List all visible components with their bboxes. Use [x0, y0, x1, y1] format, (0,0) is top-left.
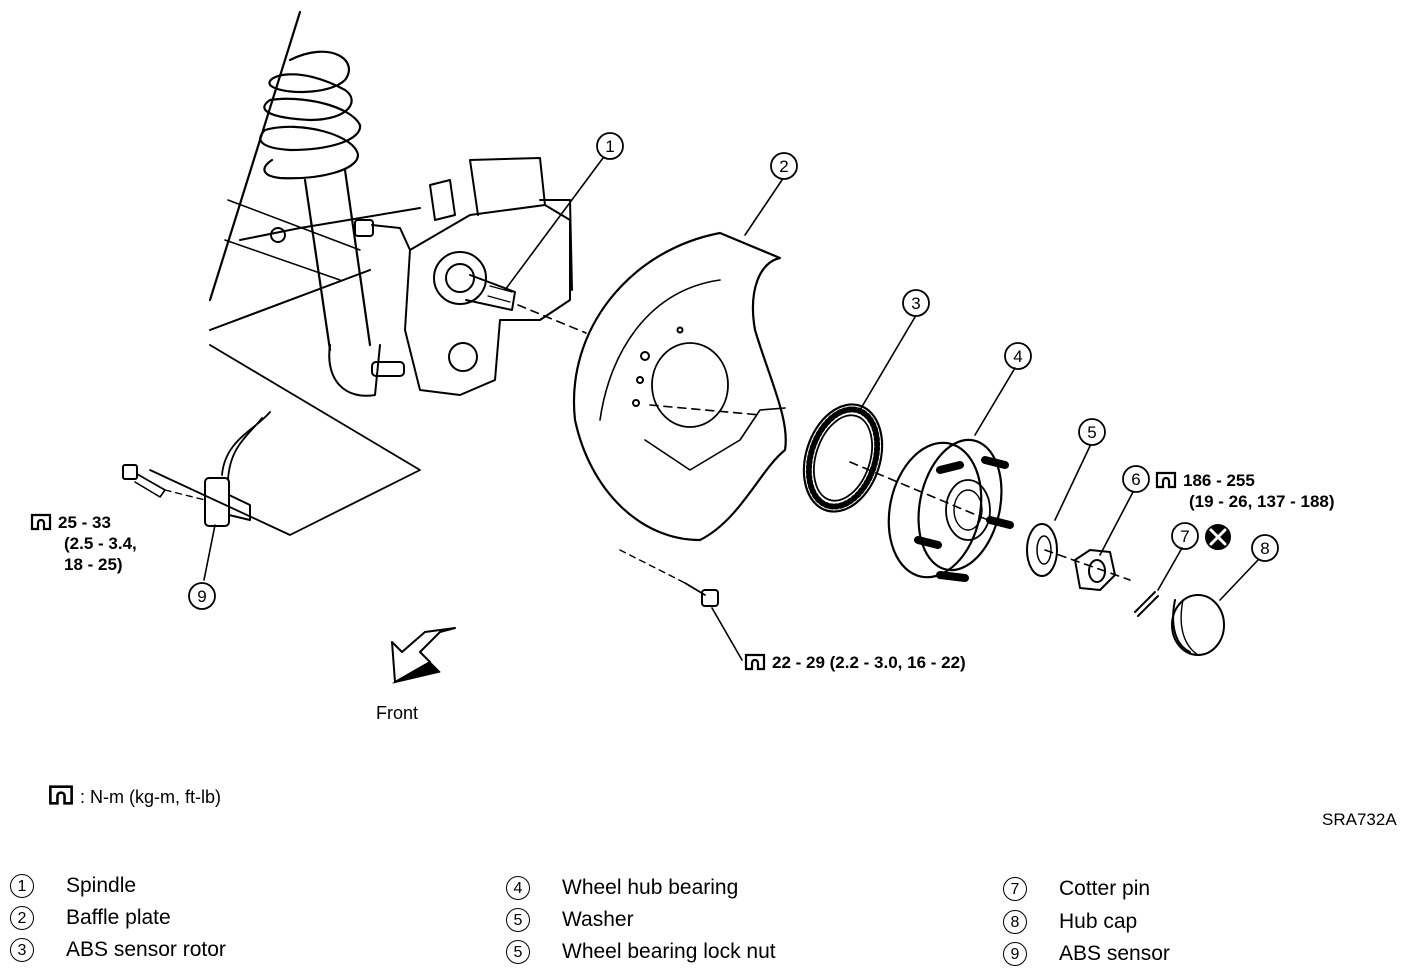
callout-3 — [902, 289, 930, 317]
strut-assembly — [149, 10, 421, 536]
spindle — [465, 274, 587, 334]
callout-text-8: 8 — [1260, 539, 1269, 558]
torque-abs-line1: 25 - 33 — [58, 513, 111, 532]
hub-cap — [1171, 594, 1225, 656]
torque-locknut-line2: (19 - 26, 137 - 188) — [1189, 492, 1335, 511]
callout-6 — [1122, 465, 1150, 493]
torque-wrench-icon — [1155, 471, 1177, 489]
callout-9 — [188, 582, 216, 610]
front-label: Front — [376, 703, 419, 723]
torque-lock-nut: 186 - 255 (19 - 26, 137 - 188) — [1155, 470, 1335, 512]
figure-code: SRA732A — [1322, 810, 1397, 829]
torque-wrench-icon — [49, 785, 73, 805]
baffle-bolt — [619, 549, 743, 661]
torque-wrench-icon — [744, 653, 766, 671]
abs-sensor-rotor — [802, 403, 884, 513]
callout-text-9: 9 — [197, 587, 206, 606]
callout-text-1: 1 — [605, 137, 614, 156]
callout-text-6: 6 — [1131, 470, 1140, 489]
lock-nut — [1074, 549, 1116, 591]
replace-mark-icon — [1205, 524, 1231, 550]
knuckle-caliper — [354, 157, 573, 396]
wheel-hub-bearing — [887, 438, 1014, 582]
torque-abs-line2: (2.5 - 3.4, — [64, 534, 137, 553]
callout-5 — [1078, 418, 1106, 446]
callout-4 — [1004, 342, 1032, 370]
front-arrow-icon — [391, 627, 456, 684]
abs-sensor — [122, 411, 271, 527]
callout-7 — [1171, 522, 1199, 550]
torque-locknut-line1: 186 - 255 — [1183, 471, 1255, 490]
torque-baffle-text: 22 - 29 (2.2 - 3.0, 16 - 22) — [772, 653, 966, 672]
callout-markers — [188, 132, 1279, 610]
leader-lines — [203, 157, 1259, 601]
callout-text-3: 3 — [911, 294, 920, 313]
callout-text-2: 2 — [779, 157, 788, 176]
washer — [1026, 523, 1058, 577]
callout-text-4: 4 — [1013, 347, 1022, 366]
torque-abs-sensor: 25 - 33 (2.5 - 3.4, 18 - 25) — [30, 512, 137, 575]
callout-8 — [1251, 534, 1279, 562]
cotter-pin — [1134, 591, 1159, 617]
units-note: : N-m (kg-m, ft-lb) — [48, 783, 221, 808]
callout-text-7: 7 — [1180, 527, 1189, 546]
callout-2 — [770, 152, 798, 180]
callout-1 — [596, 132, 624, 160]
torque-wrench-icon — [30, 513, 52, 531]
callout-text-5: 5 — [1087, 423, 1096, 442]
baffle-plate — [572, 231, 787, 542]
units-note-text: : N-m (kg-m, ft-lb) — [80, 787, 221, 807]
torque-abs-line3: 18 - 25) — [64, 555, 123, 574]
torque-baffle-bolt: 22 - 29 (2.2 - 3.0, 16 - 22) — [744, 652, 966, 673]
